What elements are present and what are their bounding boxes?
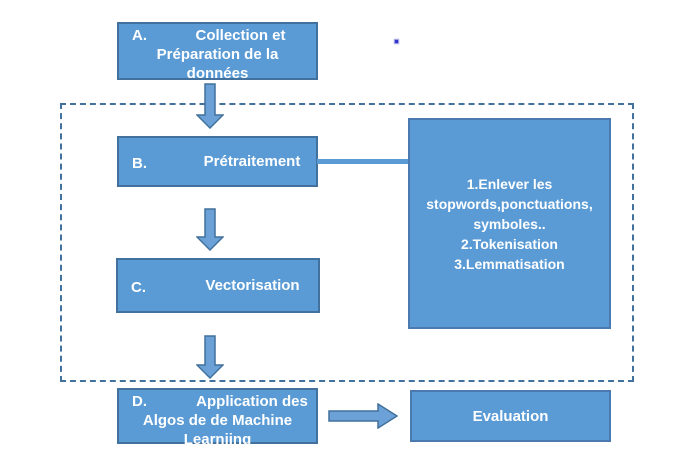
details-line5: 3.Lemmatisation — [454, 255, 565, 272]
box-collection-line1: Collection et — [195, 27, 286, 44]
details-line3: symboles.. — [473, 215, 546, 232]
details-line4: 2.Tokenisation — [461, 235, 558, 252]
box-application-line3: Learniing — [183, 431, 252, 448]
details-line2: stopwords,ponctuations, — [426, 195, 593, 212]
stray-dot — [395, 40, 398, 43]
arrow-vectorisation-to-application-icon — [196, 335, 224, 379]
arrow-collection-to-pretraitement-icon — [196, 83, 224, 129]
box-preprocessing-details: 1.Enlever les stopwords,ponctuations, sy… — [408, 118, 611, 329]
box-pretraitement: B. Prétraitement — [117, 136, 318, 187]
dashed-group-frame — [60, 103, 634, 382]
box-application-line1: Application des — [196, 393, 308, 410]
box-evaluation-label: Evaluation — [472, 407, 549, 425]
arrow-pretraitement-to-vectorisation-icon — [196, 208, 224, 251]
box-pretraitement-label: Prétraitement — [203, 153, 301, 170]
box-collection: A. Collection et Préparation de la donné… — [117, 22, 318, 82]
box-vectorisation-label: Vectorisation — [205, 277, 300, 294]
box-collection-line2: Préparation de la — [156, 46, 279, 63]
details-line1: 1.Enlever les — [466, 175, 553, 192]
arrow-application-to-evaluation-icon — [328, 403, 398, 429]
box-collection-line3: données — [186, 65, 249, 82]
connector-pretraitement-to-details — [317, 159, 409, 164]
box-evaluation: Evaluation — [410, 390, 611, 442]
box-collection-marker: A. — [132, 27, 147, 44]
box-vectorisation-marker: C. — [131, 279, 146, 296]
box-pretraitement-marker: B. — [132, 155, 147, 172]
box-vectorisation: C. Vectorisation — [116, 258, 320, 313]
box-application-line2: Algos de de Machine — [142, 412, 293, 429]
box-application: D. Application des Algos de de Machine L… — [117, 388, 318, 448]
box-application-marker: D. — [132, 393, 147, 410]
